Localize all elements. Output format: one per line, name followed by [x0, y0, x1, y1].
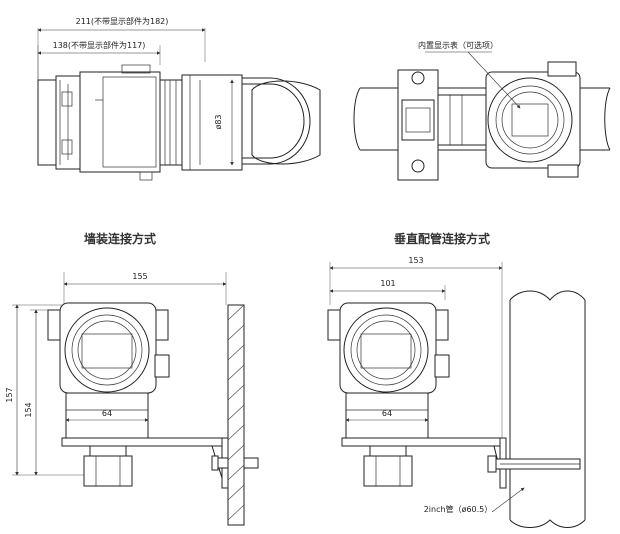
- pipe-bracket: [341, 437, 505, 447]
- wall: [227, 304, 245, 526]
- pipe-label-text: 2inch管（ø60.5）: [424, 504, 493, 514]
- wall-dim-157: 157: [5, 387, 14, 402]
- side-view: 内置显示表（可选项）: [353, 40, 611, 181]
- wall-bracket: [61, 437, 227, 447]
- wall-mount-title: 墙装连接方式: [84, 231, 156, 246]
- pipe-dim-width: 153: [408, 256, 423, 265]
- pipe-mount-title: 垂直配管连接方式: [394, 231, 490, 246]
- display-cover: [37, 79, 57, 166]
- pipe-dim-64: 64: [382, 409, 392, 418]
- dim-overall-text: 211(不带显示部件为182): [76, 16, 169, 26]
- pipe-mount-view: 垂直配管连接方式 153 101 64: [327, 231, 586, 528]
- dim-partial-text: 138(不带显示部件为117): [53, 40, 146, 50]
- display-window: [487, 77, 573, 163]
- wall-mount-view: 墙装连接方式 155 157 154 64: [5, 231, 259, 526]
- pipe: [509, 290, 586, 301]
- dim-diameter-text: ø83: [214, 114, 223, 129]
- pipe-section: [251, 80, 321, 165]
- top-view: 211(不带显示部件为182) 138(不带显示部件为117) ø83: [37, 16, 321, 181]
- wall-dim-154: 154: [24, 402, 33, 417]
- wall-dim-width: 155: [132, 272, 147, 281]
- display-note-text: 内置显示表（可选项）: [418, 40, 498, 50]
- pipe-dim-inner: 101: [380, 279, 395, 288]
- housing-body: [79, 71, 161, 173]
- wall-dim-64: 64: [102, 409, 112, 418]
